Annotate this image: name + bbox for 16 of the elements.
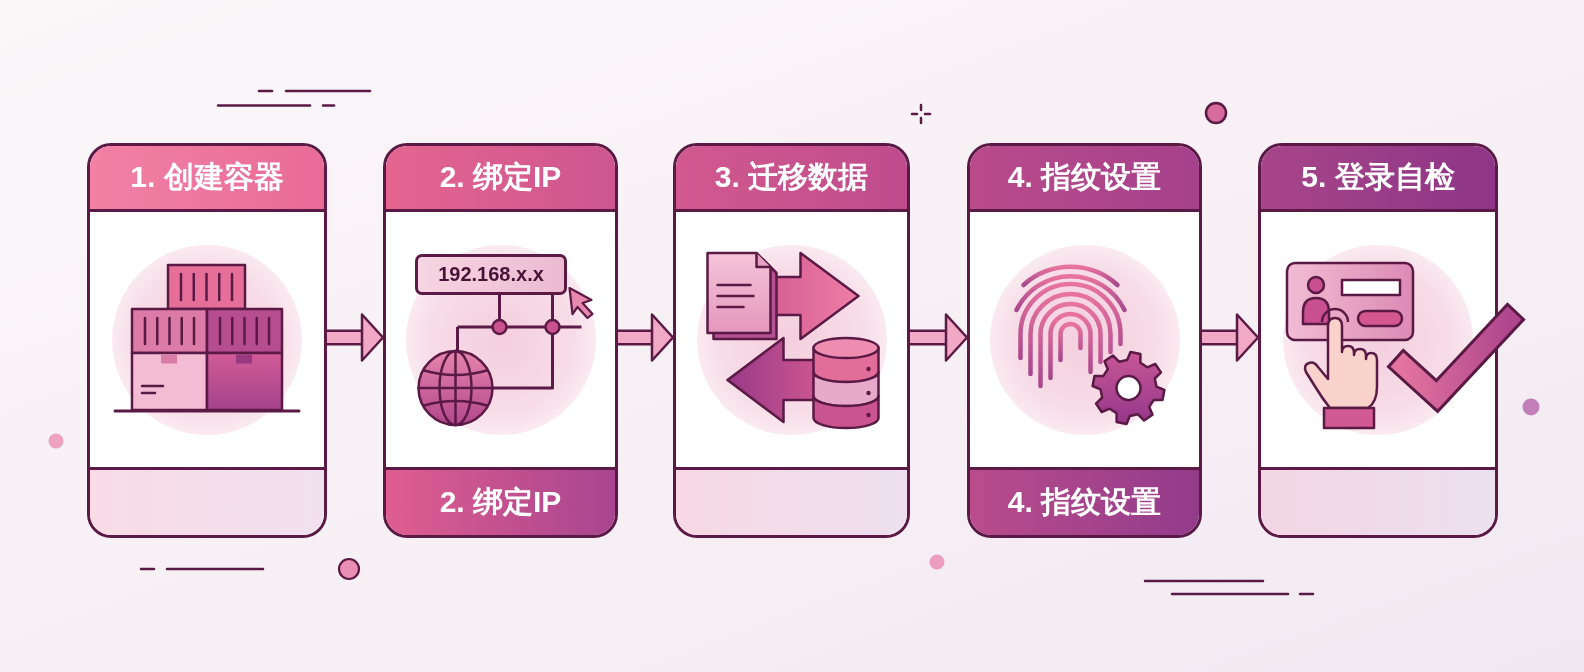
step-card [673, 143, 910, 538]
step-card [967, 143, 1202, 538]
step-footer: 4. 指纹设置 [970, 467, 1199, 535]
arrow [910, 313, 969, 362]
step-card [87, 143, 327, 538]
step-heading: 2. 绑定IP [386, 146, 615, 212]
step-heading: 1. 创建容器 [90, 146, 324, 212]
step-heading: 4. 指纹设置 [970, 146, 1199, 212]
step-heading: 3. 迁移数据 [676, 146, 907, 212]
arrow [327, 313, 385, 362]
step-card [383, 143, 618, 538]
ip-address-bar: 192.168.x.x [415, 254, 567, 295]
arrow [1202, 313, 1260, 362]
step-heading: 5. 登录自检 [1261, 146, 1495, 212]
arrow [618, 313, 675, 362]
step-footer: 2. 绑定IP [386, 467, 615, 535]
